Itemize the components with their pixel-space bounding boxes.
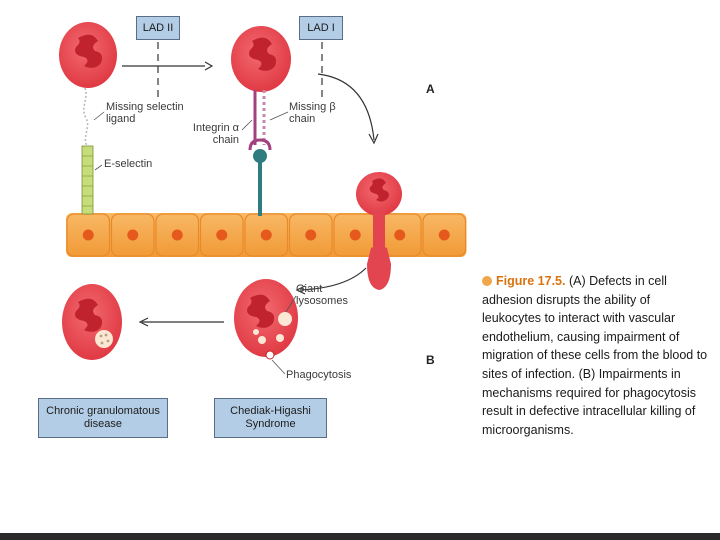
bottom-edge-bar	[0, 533, 720, 540]
endothelial-nucleus	[82, 229, 94, 241]
leukocyte-chediak	[234, 279, 298, 360]
missing-selectin-ligand	[83, 87, 89, 147]
panel-b-label: B	[426, 353, 435, 367]
endothelial-nucleus	[171, 229, 183, 241]
endothelial-cell	[110, 213, 155, 257]
leader-e-selectin	[94, 164, 103, 171]
bullet-icon	[482, 276, 492, 286]
endothelial-nucleus	[305, 229, 317, 241]
integrin-alpha-chain	[248, 90, 272, 151]
figure-label: Figure 17.5.	[496, 274, 566, 288]
leader-giant-lysosomes	[285, 295, 297, 313]
phagocytosis-label: Phagocytosis	[286, 369, 352, 381]
panel-a-label: A	[426, 82, 435, 96]
arrow-to-transmigration	[317, 73, 379, 145]
lad1-box: LAD I	[299, 16, 343, 40]
endothelial-nucleus	[394, 229, 406, 241]
leader-missing-selectin	[93, 111, 105, 121]
endothelial-nucleus	[127, 229, 139, 241]
cgd-box: Chronic granulomatous disease	[38, 398, 168, 438]
leukocyte-cgd	[62, 284, 122, 360]
arrow-to-cgd	[138, 317, 224, 327]
e-selectin-label: E-selectin	[104, 158, 153, 170]
endothelial-cell	[244, 213, 289, 257]
leader-missing-beta	[269, 111, 289, 121]
missing-beta-label: Missing β chain	[289, 101, 336, 125]
integrin-alpha-label: Integrin α chain	[192, 122, 239, 146]
leukocyte-lad1	[231, 26, 291, 92]
leader-integrin-alpha	[241, 119, 253, 131]
endothelial-cell	[155, 213, 200, 257]
integrin-receptor	[253, 149, 267, 216]
figure-caption: Figure 17.5. (A) Defects in cell adhesio…	[482, 272, 708, 439]
arrow-to-chediak	[295, 267, 367, 295]
giant-lysosomes-label: Giant lysosomes	[296, 283, 348, 307]
arrow-lad2-to-lad1	[122, 61, 214, 71]
endothelial-cell	[422, 213, 467, 257]
endothelial-nucleus	[260, 229, 272, 241]
leader-phagocytosis	[271, 359, 286, 375]
missing-selectin-label: Missing selectin ligand	[106, 101, 184, 125]
endothelial-cell	[288, 213, 333, 257]
e-selectin	[81, 145, 94, 215]
endothelium-layer	[66, 213, 467, 257]
endothelial-nucleus	[349, 229, 361, 241]
caption-text: (A) Defects in cell adhesion disrupts th…	[482, 274, 708, 437]
lad2-box: LAD II	[136, 16, 180, 40]
transmigrating-leukocyte	[356, 172, 402, 290]
endothelial-nucleus	[438, 229, 450, 241]
endothelial-nucleus	[216, 229, 228, 241]
leukocyte-lad2	[59, 22, 117, 88]
chediak-higashi-box: Chediak-Higashi Syndrome	[214, 398, 327, 438]
endothelial-cell	[199, 213, 244, 257]
